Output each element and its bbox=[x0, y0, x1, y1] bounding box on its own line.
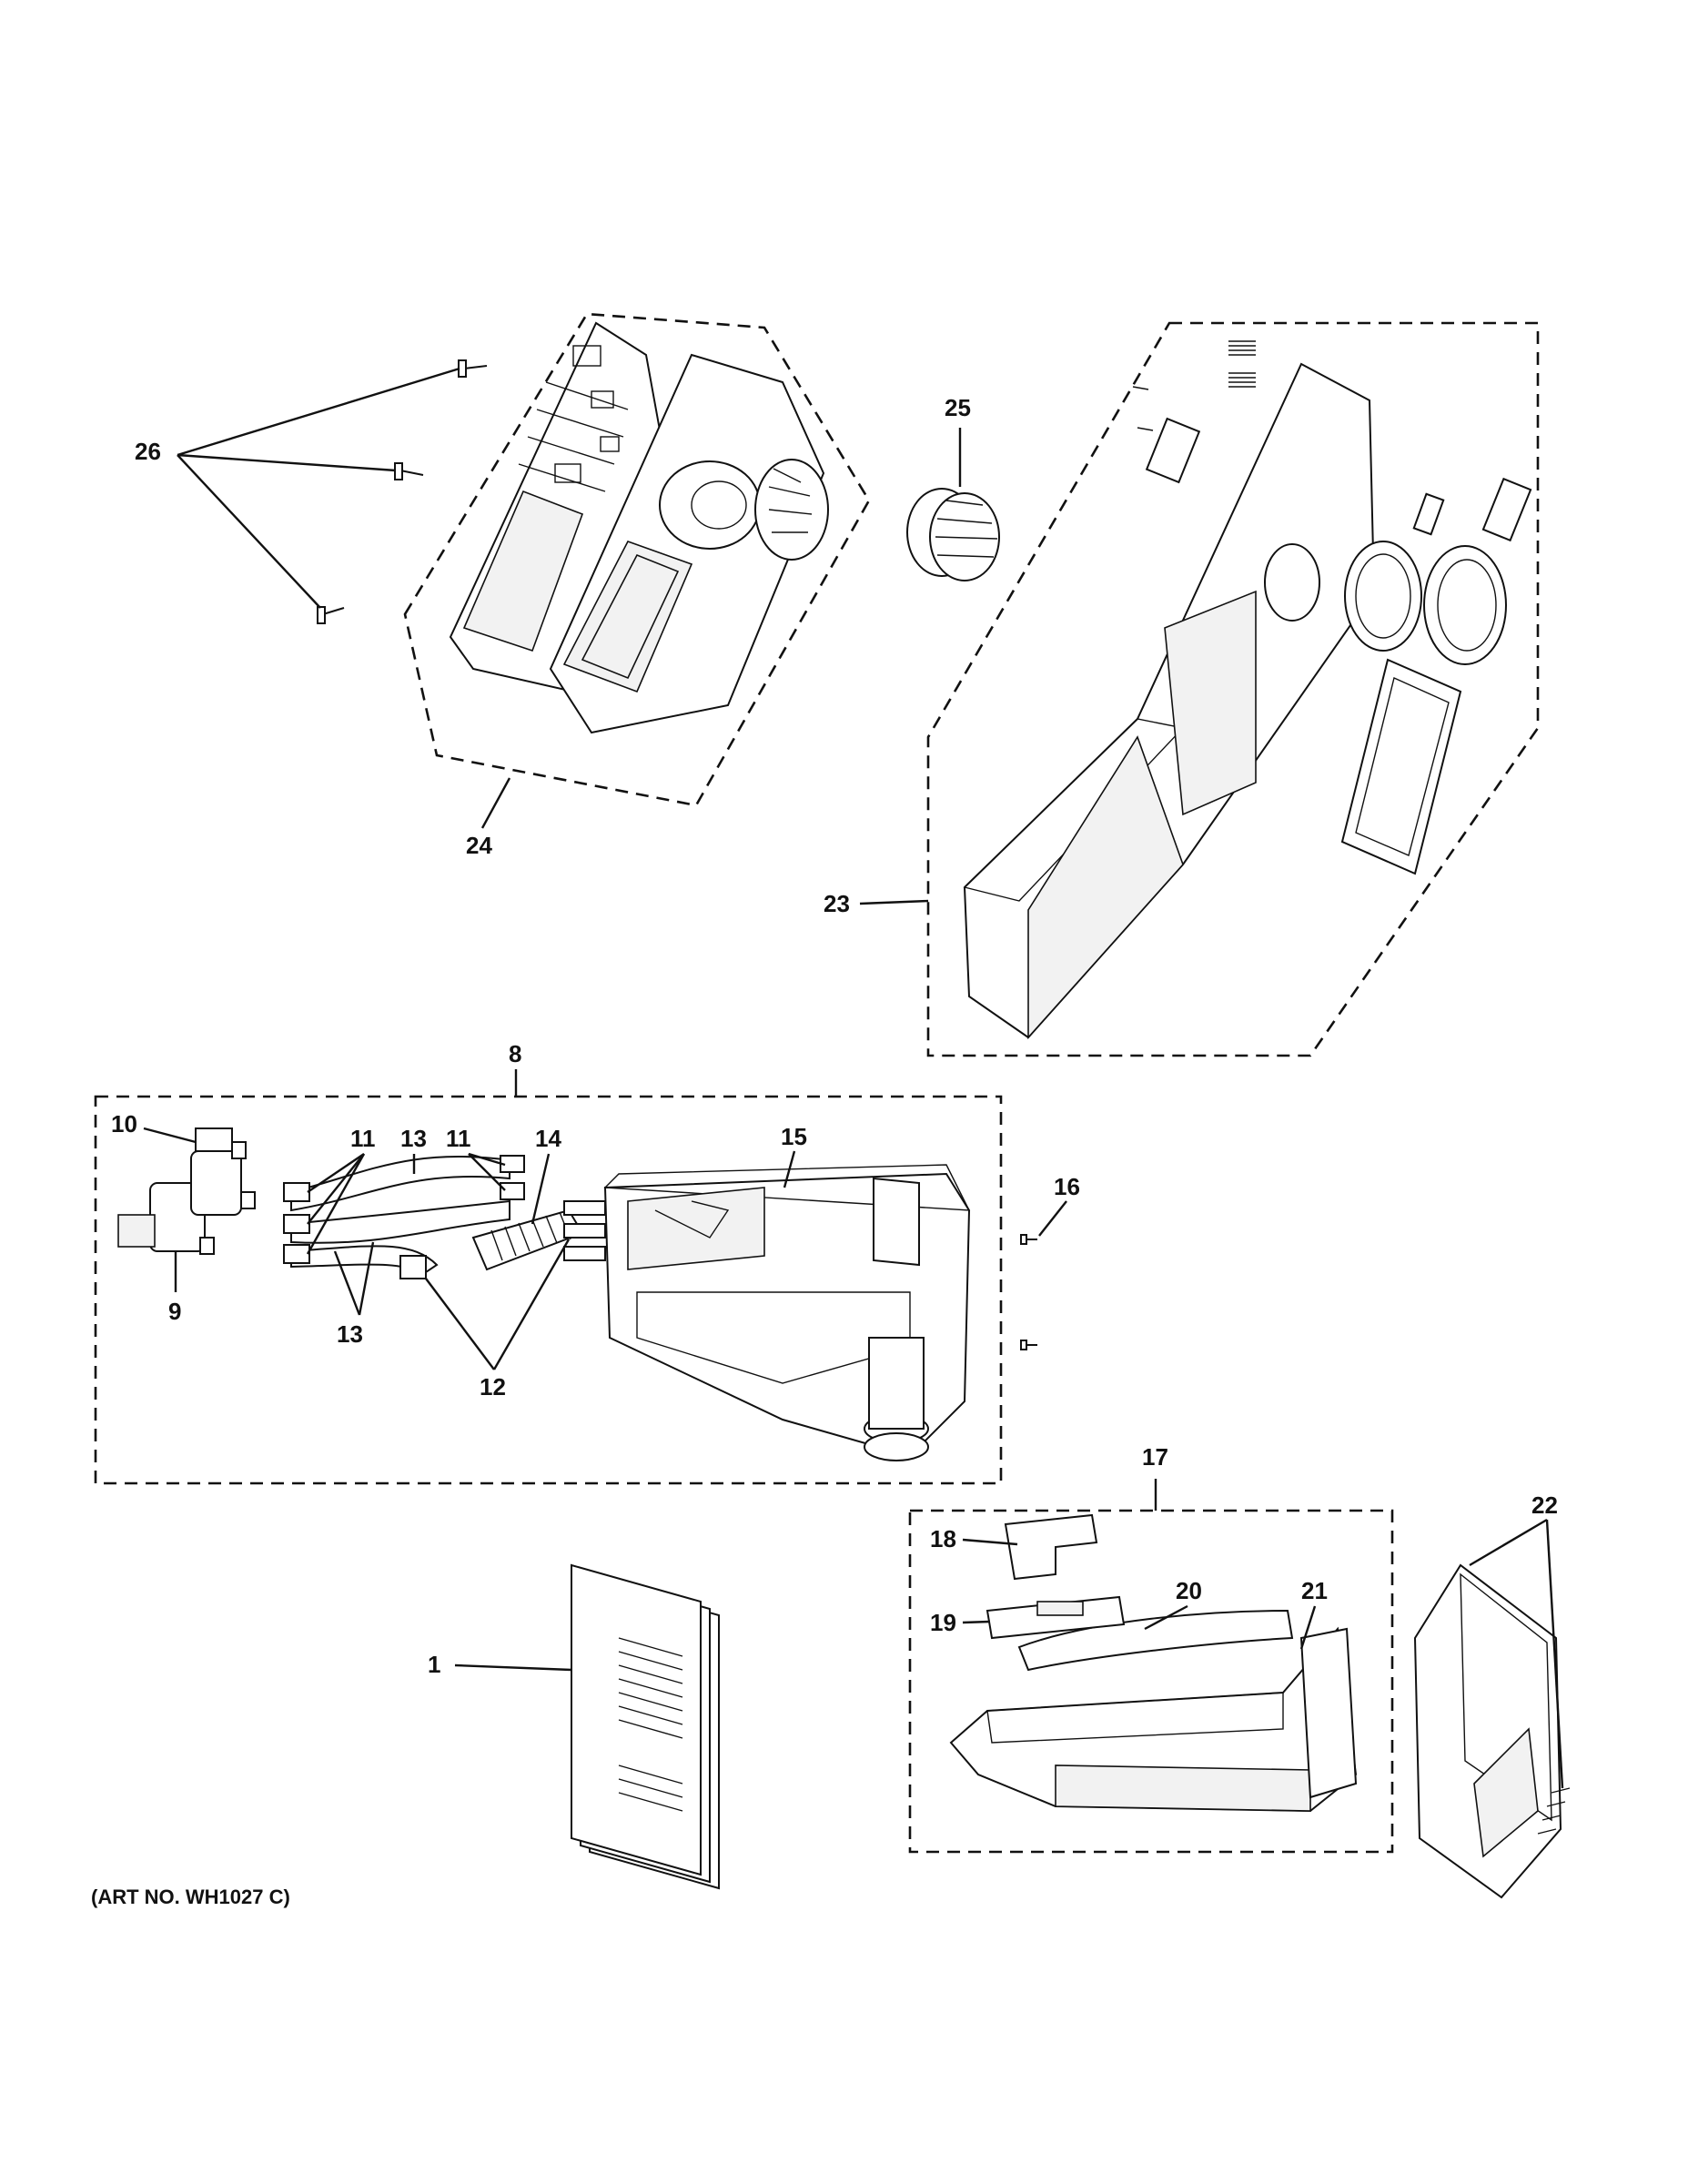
callout-14: 14 bbox=[535, 1125, 561, 1152]
group-8-boundary bbox=[94, 1095, 1003, 1485]
callout-13-bottom: 13 bbox=[337, 1320, 363, 1348]
water-valve bbox=[117, 1127, 256, 1255]
callout-19: 19 bbox=[930, 1609, 956, 1636]
control-board-assembly bbox=[317, 312, 871, 807]
callout-11-right: 11 bbox=[446, 1125, 471, 1152]
screw-16 bbox=[1020, 1234, 1037, 1350]
callout-25: 25 bbox=[945, 394, 971, 421]
leader-lines bbox=[143, 367, 1564, 1789]
control-panel-assembly bbox=[926, 321, 1540, 1057]
drawer-front-22 bbox=[1413, 1563, 1571, 1899]
dispenser-housing-15 bbox=[563, 1164, 971, 1461]
callout-20: 20 bbox=[1176, 1577, 1202, 1604]
callout-23: 23 bbox=[824, 890, 850, 917]
group-17-boundary bbox=[908, 1509, 1394, 1854]
callout-22: 22 bbox=[1531, 1491, 1558, 1519]
callout-1: 1 bbox=[428, 1651, 440, 1678]
art-number: (ART NO. WH1027 C) bbox=[91, 1886, 290, 1908]
callout-13-top: 13 bbox=[400, 1125, 427, 1152]
callout-12: 12 bbox=[480, 1373, 506, 1400]
owners-manual bbox=[571, 1563, 720, 1890]
screw-26 bbox=[317, 359, 488, 624]
callout-17: 17 bbox=[1142, 1443, 1168, 1471]
callout-21: 21 bbox=[1301, 1577, 1328, 1604]
hoses bbox=[283, 1155, 525, 1276]
group-23-boundary bbox=[926, 321, 1540, 1057]
callout-11-left: 11 bbox=[350, 1125, 376, 1152]
dispenser-drawer-assembly bbox=[908, 1509, 1394, 1854]
callout-26: 26 bbox=[135, 438, 161, 465]
callout-18: 18 bbox=[930, 1525, 956, 1552]
callout-15: 15 bbox=[781, 1123, 807, 1150]
callouts: 26 24 25 23 8 10 9 11 13 11 14 15 13 12 … bbox=[111, 394, 1558, 1678]
callout-8: 8 bbox=[509, 1040, 521, 1067]
callout-9: 9 bbox=[168, 1298, 181, 1325]
callout-16: 16 bbox=[1054, 1173, 1080, 1200]
callout-10: 10 bbox=[111, 1110, 137, 1138]
dispenser-valve-assembly bbox=[94, 1095, 1003, 1485]
callout-24: 24 bbox=[466, 832, 492, 859]
group-24-boundary bbox=[403, 312, 871, 807]
knob-25 bbox=[906, 488, 1000, 581]
